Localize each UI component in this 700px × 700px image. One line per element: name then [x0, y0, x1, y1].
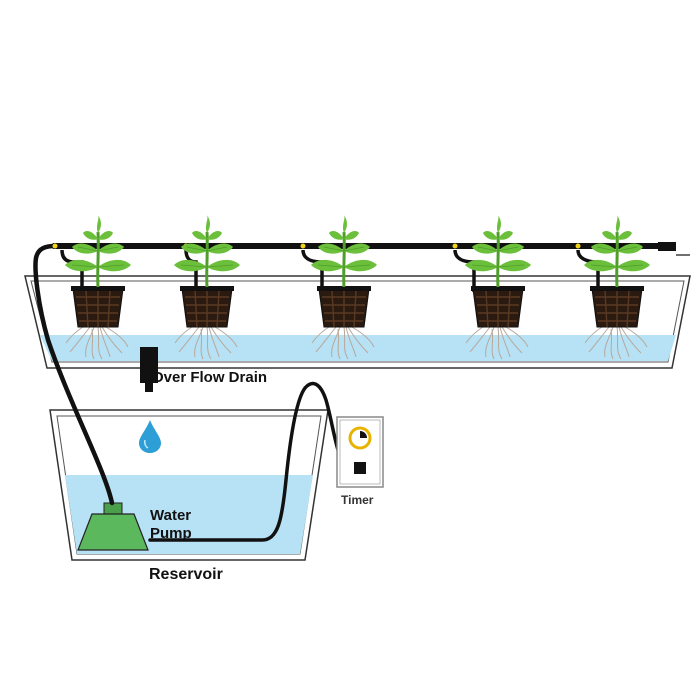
- timer-label: Timer: [341, 493, 374, 507]
- timer-device: [336, 416, 384, 488]
- clock-icon: [348, 426, 372, 450]
- plant-1: [60, 213, 133, 361]
- plant-4: [453, 213, 533, 361]
- plant-3: [301, 213, 379, 361]
- supply-pipe: [33, 243, 115, 506]
- water-pump-label-line1: Water: [150, 507, 192, 524]
- overflow-drain-label: Over Flow Drain: [152, 369, 268, 386]
- tray-water: [40, 335, 676, 361]
- plant-5: [576, 213, 652, 361]
- plant-2: [172, 213, 242, 361]
- water-pump-label-line2: Pump: [150, 525, 192, 542]
- manifold-end-cap: [658, 242, 676, 251]
- plug-icon: [354, 462, 366, 474]
- reservoir-label: Reservoir: [149, 566, 223, 583]
- water-pump: [77, 502, 149, 551]
- overflow-drain: [140, 347, 158, 392]
- water-pump-label: Water Pump: [150, 507, 192, 543]
